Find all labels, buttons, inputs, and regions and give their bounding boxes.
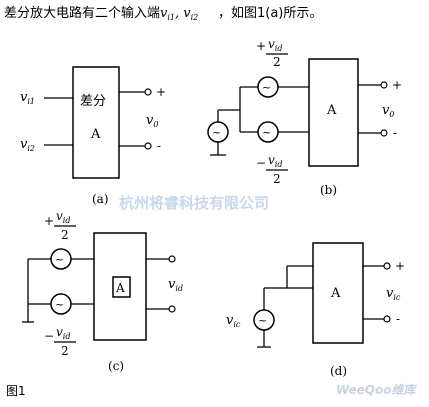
watermark-text: 杭州将睿科技有限公司 [119, 194, 269, 212]
caption-a: (a) [92, 192, 109, 206]
ac-symbol-icon: ~ [55, 253, 64, 266]
output-plus-terminal-c [168, 255, 176, 263]
diff-amp-label-top: 差分 [80, 94, 106, 109]
ac-symbol-icon: ~ [258, 314, 267, 327]
panel-d: A ~ vic + - vic (d) [226, 242, 405, 378]
output-minus-sign: - [157, 139, 161, 153]
amp-box-c [93, 232, 147, 341]
figure-label: 图1 [6, 384, 26, 398]
output-minus-terminal-b [380, 129, 388, 137]
output-label-c: vid [168, 277, 183, 293]
output-label-b: v0 [382, 103, 394, 119]
output-label-d: vic [386, 286, 401, 302]
ac-symbol-icon: ~ [212, 126, 221, 139]
caption-c: (c) [108, 359, 124, 373]
top-source-sign-c: + [44, 214, 54, 228]
top-source-numerator-c: vid [56, 209, 70, 225]
ac-symbol-icon: ~ [262, 126, 271, 139]
top-source-sign: + [256, 39, 266, 53]
bottom-source-denominator-c: 2 [61, 344, 69, 358]
top-source-denominator-c: 2 [61, 228, 69, 242]
diff-amp-box [72, 66, 120, 179]
amp-label-d: A [330, 286, 341, 301]
output-plus-sign-b: + [392, 78, 402, 92]
bottom-source-sign: − [256, 156, 266, 170]
weeqoo-logo: WeeQoo维库 [336, 383, 417, 397]
bottom-source-denominator: 2 [273, 172, 281, 186]
bottom-source-sign-c: − [44, 329, 54, 343]
amp-label-c: A [115, 281, 125, 295]
output-plus-sign: + [156, 85, 166, 99]
output-plus-terminal-b [380, 81, 388, 89]
output-minus-sign-b: - [393, 126, 397, 140]
caption-b: (b) [320, 183, 337, 197]
diff-amp-label-bottom: A [90, 127, 101, 142]
ac-symbol-icon: ~ [262, 81, 271, 94]
output-minus-terminal-c [168, 305, 176, 313]
output-plus-sign-d: + [395, 259, 405, 273]
amp-inner-box-c [112, 276, 131, 298]
top-source-numerator: vid [268, 37, 282, 53]
input1-label: vi1 [20, 90, 35, 106]
panel-a: 差分 A vi1 vi2 + - v0 (a) [20, 66, 166, 206]
output-minus-terminal-d [383, 315, 391, 323]
top-source-denominator: 2 [273, 55, 281, 69]
bottom-source-numerator: vid [268, 153, 282, 169]
amp-box-b [308, 58, 359, 167]
output-minus-sign-d: - [396, 312, 400, 326]
output-minus-terminal [144, 142, 152, 150]
header-text: 差分放大电路有二个输入端 [4, 5, 160, 21]
amp-box-d [312, 242, 364, 344]
output-plus-terminal-d [383, 262, 391, 270]
input2-label: vi2 [20, 137, 35, 153]
source-label-d: vic [226, 313, 241, 329]
bottom-source-numerator-c: vid [56, 325, 70, 341]
header-vars: vi1, vi2 [160, 6, 198, 22]
panel-b: A ~ ~ ~ + vid 2 − vid 2 + - [207, 37, 402, 197]
header-tail: ，如图1(a)所示。 [218, 5, 322, 21]
output-plus-terminal [144, 88, 152, 96]
panel-c: A ~ ~ + vid 2 − vid 2 vid (c) [22, 209, 183, 373]
output-label: v0 [146, 113, 158, 129]
amp-label-b: A [326, 103, 337, 118]
ac-symbol-icon: ~ [55, 298, 64, 311]
caption-d: (d) [330, 364, 347, 378]
